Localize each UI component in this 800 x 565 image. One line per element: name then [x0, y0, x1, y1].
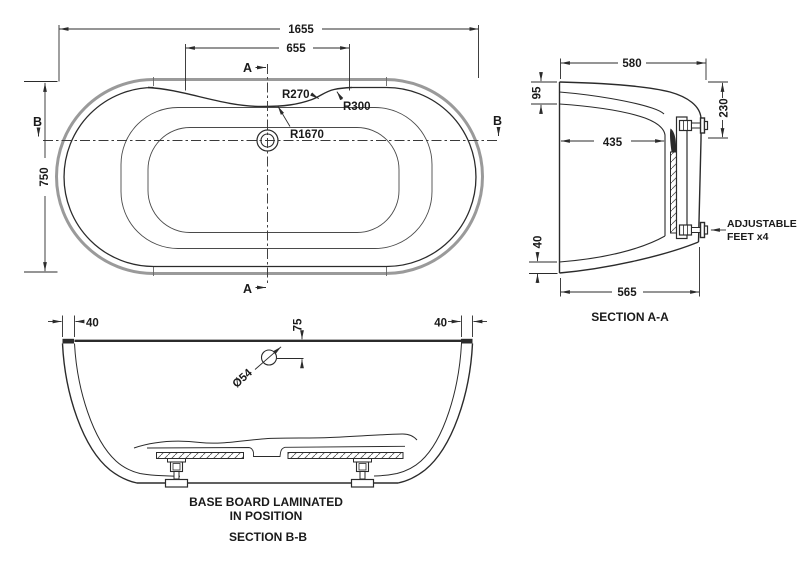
- dim-40-bb-left: [48, 315, 85, 337]
- overflow-diameter-label: Ø54: [231, 367, 256, 391]
- radius-r300-label: R300: [343, 101, 371, 113]
- dim-655: [185, 44, 350, 91]
- dim-230: [708, 81, 728, 139]
- dim-95-label: 95: [532, 86, 544, 99]
- dim-40-aa: [529, 252, 558, 283]
- feet-note-line1: ADJUSTABLE: [727, 218, 797, 230]
- section-marker-b-left: B: [33, 115, 42, 129]
- dim-40-bb-right: [448, 315, 487, 337]
- plan-recess-curve: [147, 86, 353, 108]
- dim-580: [560, 58, 707, 80]
- section-aa-rim-return: [669, 128, 677, 152]
- section-aa-foot-bracket: [675, 116, 688, 240]
- plan-view: A A B B 1655 655 750: [24, 24, 502, 296]
- plan-tangent-ticks: [153, 77, 387, 276]
- feet-note-line2: FEET x4: [727, 231, 769, 243]
- dim-655-label: 655: [286, 43, 306, 55]
- dim-565-label: 565: [617, 287, 637, 299]
- plan-waterline-oval: [120, 107, 433, 249]
- plan-inner-rim: [63, 86, 477, 268]
- section-marker-a-top: A: [243, 61, 252, 75]
- dim-40-bb-right-label: 40: [434, 318, 447, 330]
- section-bb-inner-shell-left: [74, 343, 181, 477]
- adjustable-foot-lower: [678, 221, 709, 239]
- dim-75: [277, 330, 304, 369]
- dim-40-aa-label: 40: [533, 236, 545, 249]
- dim-750: [24, 81, 58, 273]
- dim-40-bb-left-label: 40: [86, 318, 99, 330]
- base-board-left: [156, 452, 244, 459]
- dim-565: [560, 247, 700, 297]
- plan-outer-rim-band: [55, 78, 484, 275]
- section-bb-outer-shell: [61, 343, 474, 484]
- dim-95: [531, 72, 557, 114]
- dim-75-label: 75: [293, 318, 305, 331]
- section-bb-inner-shell-right: [373, 343, 462, 477]
- adjustable-foot-upper: [678, 117, 709, 134]
- radius-r270-label: R270: [282, 89, 310, 101]
- section-marker-a-bottom: A: [243, 282, 252, 296]
- plan-basin-bottom-oval: [147, 127, 400, 233]
- dim-435-label: 435: [603, 137, 623, 149]
- radius-r1670-leader: [277, 105, 291, 127]
- section-bb-basin-underside: [146, 445, 406, 457]
- section-bb-view: 40 40 75 Ø54 BASE BOARD LAMINATED IN POS…: [48, 315, 487, 544]
- dim-750-label: 750: [39, 167, 51, 186]
- dim-580-label: 580: [622, 58, 641, 70]
- section-bb-title: SECTION B-B: [229, 530, 307, 544]
- radius-r270-leader: [310, 92, 320, 99]
- dim-1655: [58, 25, 479, 82]
- section-bb-rim-end-left: [62, 338, 74, 344]
- section-aa-view: 580 95 435 230 40: [529, 58, 797, 324]
- foot-left: [164, 458, 189, 488]
- baseboard-note-line2: IN POSITION: [230, 509, 303, 523]
- baseboard-note-line1: BASE BOARD LAMINATED: [189, 495, 343, 509]
- radius-r300-leader: [336, 91, 344, 101]
- section-bb-rim-end-right: [461, 338, 473, 344]
- dim-230-label: 230: [719, 98, 731, 117]
- overflow-leader: [254, 346, 282, 370]
- radius-r1670-label: R1670: [290, 129, 324, 141]
- section-bb-basin-surface: [133, 433, 418, 449]
- section-aa-title: SECTION A-A: [591, 310, 669, 324]
- dim-1655-label: 1655: [288, 24, 314, 36]
- overflow-hole: [260, 349, 278, 366]
- base-board-right: [287, 452, 404, 459]
- foot-right: [350, 458, 375, 488]
- section-marker-b-right: B: [493, 114, 502, 128]
